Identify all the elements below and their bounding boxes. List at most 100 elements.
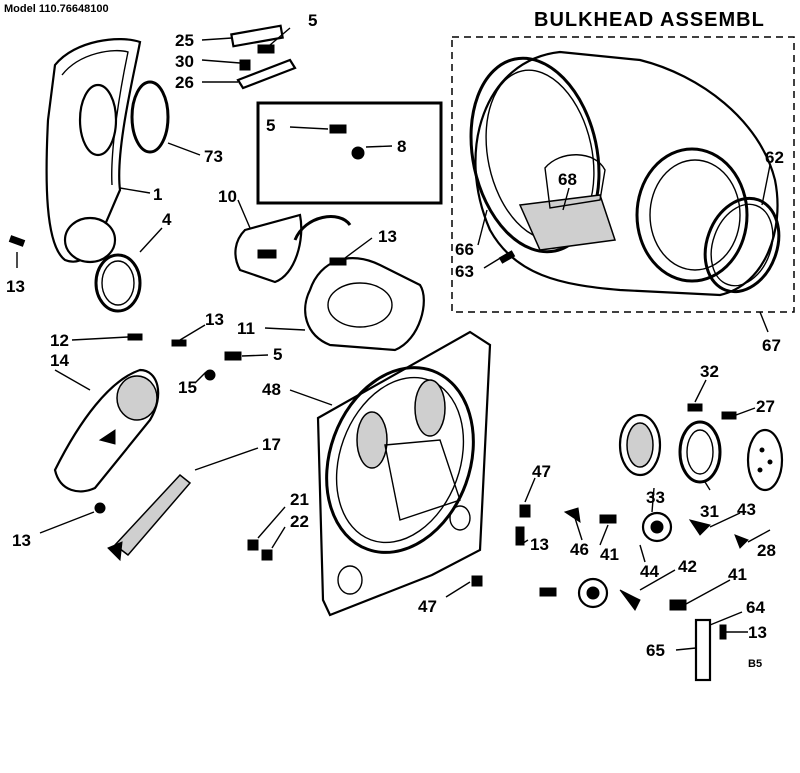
callout-15: 15	[178, 378, 197, 397]
callout-31: 31	[700, 502, 719, 521]
thermostat-assembly	[113, 473, 192, 557]
panel-screw	[8, 235, 26, 247]
clip-28	[734, 534, 749, 549]
callout-13: 13	[205, 310, 224, 329]
callout-73: 73	[204, 147, 223, 166]
callout-68: 68	[558, 170, 577, 189]
bearing-screw-32	[687, 403, 703, 412]
bulkhead-vent-right	[414, 379, 446, 437]
blower-screw	[329, 257, 347, 266]
front-panel-lower-opening	[63, 216, 117, 264]
callout-25: 25	[175, 31, 194, 50]
callout-33: 33	[646, 488, 665, 507]
blower-group	[234, 199, 425, 352]
callout-47: 47	[418, 597, 437, 616]
callout-42: 42	[678, 557, 697, 576]
callout-43: 43	[737, 500, 756, 519]
callout-26: 26	[175, 73, 194, 92]
callout-13: 13	[530, 535, 549, 554]
inset-nut	[351, 146, 365, 160]
thermostat-tip	[107, 541, 123, 562]
callout-13: 13	[378, 227, 397, 246]
leader-68	[562, 187, 570, 211]
bulkhead-center-plate	[384, 439, 461, 521]
blower-housing-face	[327, 282, 393, 328]
leader-22	[271, 526, 286, 549]
callout-22: 22	[290, 512, 309, 531]
drum-rear-rim	[469, 56, 601, 254]
bearing-ring	[678, 420, 722, 484]
cover-dot-1	[759, 447, 765, 453]
leader-12	[71, 336, 129, 341]
front-panel-upper-opening	[78, 83, 118, 157]
leader-44	[639, 544, 646, 563]
hinge-screw	[257, 44, 275, 54]
callout-labels: 25 5 30 26 73 1 4 13 5 8 10 13 11 12 13 …	[6, 11, 784, 660]
blower-wheel	[234, 213, 303, 284]
hinge-bracket	[236, 58, 297, 90]
leader-62	[761, 164, 771, 206]
fastener-22	[261, 549, 273, 561]
page-code: B5	[748, 658, 762, 670]
callout-41: 41	[600, 545, 619, 564]
clip-46	[563, 507, 581, 524]
leader-63	[483, 256, 503, 269]
leader-41b	[685, 579, 731, 605]
pin-13e	[515, 526, 525, 546]
fastener-21	[247, 539, 259, 551]
support-bar-65	[694, 618, 712, 682]
callout-41: 41	[728, 565, 747, 584]
clip-43	[688, 519, 711, 536]
callout-5: 5	[308, 11, 317, 30]
bulkhead-vent-left	[356, 411, 388, 469]
callout-27: 27	[756, 397, 775, 416]
duct-group	[39, 324, 286, 562]
duct-tab	[98, 429, 116, 445]
leader-28	[747, 529, 771, 543]
duct-clip	[127, 333, 143, 341]
callout-66: 66	[455, 240, 474, 259]
hinge-plate	[230, 24, 284, 48]
leader-13e	[519, 539, 529, 546]
leader-27	[735, 407, 756, 416]
callout-11: 11	[237, 319, 255, 338]
callout-13: 13	[12, 531, 31, 550]
blower-housing	[304, 257, 425, 352]
callout-30: 30	[175, 52, 194, 71]
idler-bolt	[539, 587, 557, 597]
leader-21	[257, 506, 286, 539]
duct-clip-screw	[171, 339, 187, 347]
inset-box	[256, 101, 443, 205]
bulkhead-lower-hole-left	[337, 565, 363, 595]
pulley-44-hub	[586, 586, 600, 600]
callout-48: 48	[262, 380, 281, 399]
drum-seal-ring-inner	[710, 203, 774, 287]
bearing-screw-27	[721, 411, 737, 420]
drum-front-opening-inner	[649, 159, 741, 271]
leader-5c	[241, 354, 269, 357]
washer-47b	[471, 575, 483, 587]
drum-seal-ring	[703, 196, 781, 294]
leader-11	[264, 327, 306, 331]
leader-17	[194, 447, 259, 471]
cover-dot-3	[757, 467, 763, 473]
callout-64: 64	[746, 598, 765, 617]
callout-17: 17	[262, 435, 281, 454]
lint-screen-housing-inner	[101, 260, 135, 306]
callout-63: 63	[455, 262, 474, 281]
diagram-title: BULKHEAD ASSEMBL	[534, 9, 765, 31]
callout-4: 4	[162, 210, 172, 229]
model-number: Model 110.76648100	[4, 3, 109, 15]
leader-48	[289, 389, 333, 406]
drum-group	[451, 36, 795, 333]
leader-64	[709, 611, 743, 626]
leader-13b	[344, 237, 373, 259]
leader-41a	[599, 524, 609, 546]
drum-baffle	[518, 194, 616, 251]
idler-bolt-41a	[599, 514, 617, 524]
callout-5: 5	[266, 116, 275, 135]
lint-screen-housing	[94, 253, 142, 313]
leader-30	[201, 59, 241, 64]
callout-67: 67	[762, 336, 781, 355]
leader-43	[709, 512, 741, 528]
